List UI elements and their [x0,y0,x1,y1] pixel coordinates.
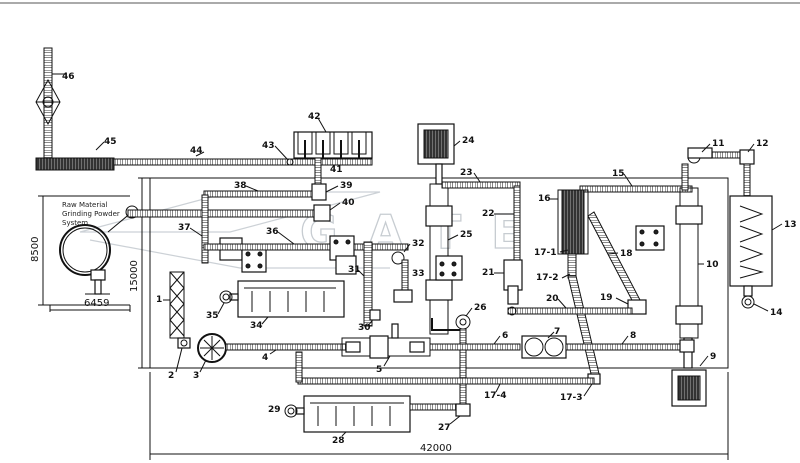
label-5: 5 [376,365,382,375]
label-15: 15 [612,169,625,179]
equipment-9: 9 [671,337,716,407]
equipment-44-45: 45 44 [35,137,373,171]
label-45: 45 [104,137,117,147]
label-46: 46 [62,72,75,82]
label-23: 23 [460,168,473,178]
label-16: 16 [538,194,551,204]
dim-grinding-width: 6459 [84,298,109,309]
equipment-41-43: 42 43 41 [262,112,373,199]
equipment-34-35: 35 34 [206,280,345,331]
label-17-4: 17-4 [484,391,507,401]
label-13: 13 [784,220,797,230]
label-10: 10 [706,260,719,270]
label-17-2: 17-2 [536,273,559,283]
note-line-2: Grinding Powder [62,210,120,218]
label-44: 44 [190,146,203,156]
label-40: 40 [342,198,355,208]
dim-total-width: 15000 [129,260,140,292]
label-26: 26 [474,303,487,313]
label-35: 35 [206,311,219,321]
label-30: 30 [358,323,371,333]
equipment-46: 46 [35,47,75,161]
equipment-30-33: 31 32 33 30 [348,239,425,333]
label-22: 22 [482,209,495,219]
label-12: 12 [756,139,769,149]
label-4: 4 [262,353,268,363]
dim-total-length: 42000 [420,443,452,454]
label-34: 34 [250,321,263,331]
label-33: 33 [412,269,425,279]
dim-grinding-height: 8500 [30,237,41,262]
label-7: 7 [554,327,560,337]
label-37: 37 [178,223,191,233]
note-line-3: System [62,219,88,227]
equipment-1-4: 1 2 3 4 [156,271,347,381]
grinding-system-note: Raw Material Grinding Powder System [59,201,139,295]
label-14: 14 [770,308,783,318]
label-24: 24 [462,136,475,146]
label-9: 9 [710,352,716,362]
equipment-17-20: 17-1 17-2 17-3 17-4 18 19 20 [295,211,647,403]
label-19: 19 [600,293,613,303]
dimension-lines: 42000 15000 8500 6459 [30,177,729,460]
equipment-5-8: 5 6 7 8 [341,323,695,375]
label-18: 18 [620,249,633,259]
label-2: 2 [168,371,174,381]
label-36: 36 [266,227,279,237]
label-31: 31 [348,265,361,275]
watermark-logo: GATE [79,191,523,269]
label-20: 20 [546,294,559,304]
note-line-1: Raw Material [62,201,107,209]
equipment-28-29: 29 28 [268,395,457,446]
equipment-11-14: 11 12 13 14 [687,139,797,318]
label-41: 41 [330,165,343,175]
label-11: 11 [712,139,725,149]
equipment-21-25: 24 23 25 22 21 [417,123,523,335]
label-25: 25 [460,230,473,240]
label-32: 32 [412,239,425,249]
label-43: 43 [262,141,275,151]
equipment-36-37: 37 36 [178,223,367,275]
label-42: 42 [308,112,321,122]
label-17-1: 17-1 [534,248,557,258]
label-27: 27 [438,423,451,433]
label-17-3: 17-3 [560,393,583,403]
label-29: 29 [268,405,281,415]
equipment-38-40: 38 39 40 [127,181,355,264]
label-6: 6 [502,331,508,341]
label-38: 38 [234,181,247,191]
label-3: 3 [193,371,199,381]
label-1: 1 [156,295,162,305]
label-21: 21 [482,268,495,278]
label-39: 39 [340,181,353,191]
grinding-mill-circle [59,224,111,276]
label-28: 28 [332,436,345,446]
label-8: 8 [630,331,636,341]
